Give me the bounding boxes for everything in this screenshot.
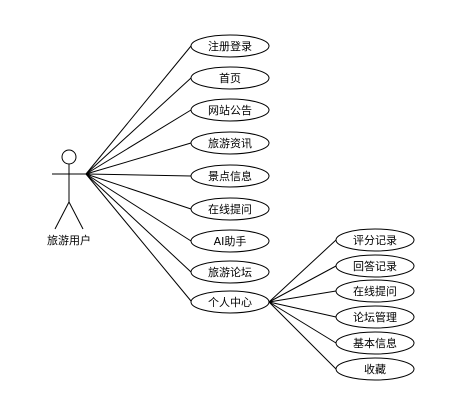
use-case-label: 在线提问 (208, 202, 252, 216)
sub-association-line (268, 301, 337, 344)
sub-use-case[interactable]: 回答记录 (335, 254, 415, 278)
use-case-ellipse (190, 131, 270, 155)
actor-associations (85, 45, 192, 302)
use-case-label: AI助手 (214, 234, 247, 248)
sub-use-case-label: 收藏 (364, 362, 386, 376)
actor-head (61, 149, 77, 165)
sub-use-case-ellipse (335, 279, 415, 303)
use-case[interactable]: 旅游论坛 (190, 260, 270, 284)
association-line (85, 142, 192, 175)
association-line (85, 173, 192, 302)
use-case[interactable]: 旅游资讯 (190, 131, 270, 155)
actor-label: 旅游用户 (47, 233, 91, 247)
sub-use-case-ellipse (335, 254, 415, 278)
sub-use-case-ellipse (335, 331, 415, 355)
actor-right-leg (68, 201, 84, 230)
association-line (85, 45, 192, 175)
use-case-ellipse (190, 66, 270, 90)
association-line (85, 109, 192, 175)
sub-association-line (268, 239, 337, 303)
sub-use-case-label: 在线提问 (353, 284, 397, 298)
use-case-label: 首页 (219, 71, 241, 85)
use-case-label: 个人中心 (208, 296, 252, 309)
association-line (85, 77, 192, 175)
use-case[interactable]: 网站公告 (190, 98, 270, 122)
sub-association-line (268, 265, 337, 303)
sub-use-case-label: 论坛管理 (353, 310, 397, 324)
use-case-ellipse (190, 260, 270, 284)
sub-use-case[interactable]: 论坛管理 (335, 305, 415, 329)
sub-use-case-ellipse (335, 228, 415, 252)
sub-use-case-label: 评分记录 (353, 234, 397, 247)
sub-use-case-label: 回答记录 (353, 259, 397, 273)
use-case-label: 网站公告 (208, 103, 252, 117)
sub-association-line (268, 301, 337, 318)
sub-use-case[interactable]: 评分记录 (335, 228, 415, 252)
actor-figure: 旅游用户 (47, 149, 91, 247)
association-line (85, 173, 192, 242)
sub-use-case-ellipse (335, 357, 415, 381)
sub-use-case[interactable]: 收藏 (335, 357, 415, 381)
use-case-label: 注册登录 (208, 39, 252, 53)
use-case[interactable]: 在线提问 (190, 197, 270, 221)
sub-use-case[interactable]: 在线提问 (335, 279, 415, 303)
use-case-ellipse (190, 229, 270, 253)
use-case[interactable]: 个人中心 (190, 290, 270, 314)
sub-association-line (268, 290, 337, 303)
use-case-ellipse (190, 290, 270, 314)
actor-left-leg (54, 201, 70, 230)
use-case[interactable]: 景点信息 (190, 164, 270, 188)
association-line (85, 173, 192, 177)
use-case-ellipse (190, 98, 270, 122)
use-case-label: 旅游论坛 (208, 265, 252, 279)
use-case-ellipse (190, 34, 270, 58)
sub-use-case-label: 基本信息 (353, 336, 397, 350)
use-case[interactable]: AI助手 (190, 229, 270, 253)
association-line (85, 173, 192, 273)
use-case-label: 旅游资讯 (208, 136, 252, 150)
sub-use-case[interactable]: 基本信息 (335, 331, 415, 355)
association-line (85, 173, 192, 210)
use-case[interactable]: 注册登录 (190, 34, 270, 58)
use-case-label: 景点信息 (208, 169, 252, 183)
sub-associations (268, 239, 337, 370)
sub-association-line (268, 301, 337, 370)
use-case[interactable]: 首页 (190, 66, 270, 90)
use-case-ellipse (190, 164, 270, 188)
sub-use-case-ellipse (335, 305, 415, 329)
use-case-ellipse (190, 197, 270, 221)
